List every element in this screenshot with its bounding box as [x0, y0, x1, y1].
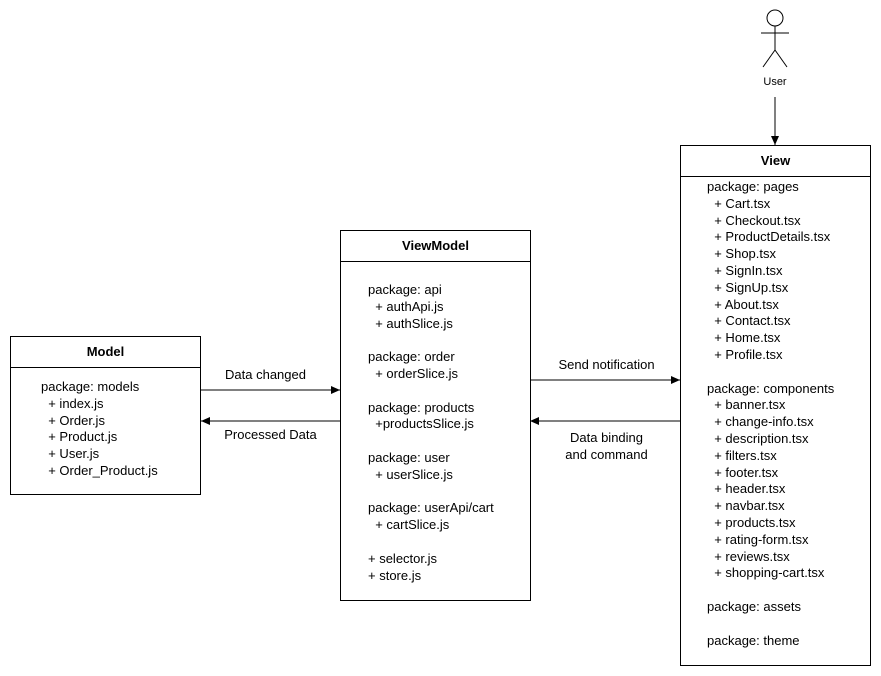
view-line: + ProductDetails.tsx: [707, 229, 831, 245]
view-line: package: pages: [707, 179, 799, 194]
view-line: + change-info.tsx: [707, 414, 814, 430]
viewmodel-line: +productsSlice.js: [368, 416, 474, 432]
view-spacer: [707, 364, 870, 381]
viewmodel-line: + selector.js: [368, 550, 438, 566]
view-body: package: pages + Cart.tsx + Checkout.tsx…: [681, 177, 870, 649]
model-body: package: models + index.js + Order.js + …: [11, 368, 200, 480]
viewmodel-spacer: [368, 332, 530, 349]
viewmodel-line: + authSlice.js: [368, 315, 453, 331]
processed-data-label: Processed Data: [224, 427, 317, 442]
view-line: + SignUp.tsx: [707, 279, 789, 295]
view-line: + About.tsx: [707, 296, 779, 312]
model-line: + Product.js: [41, 429, 118, 445]
view-line: + shopping-cart.tsx: [707, 565, 825, 581]
view-line: + Checkout.tsx: [707, 212, 801, 228]
view-box: View package: pages + Cart.tsx + Checkou…: [680, 145, 871, 666]
data-changed-label: Data changed: [225, 367, 306, 382]
view-line: + footer.tsx: [707, 464, 779, 480]
viewmodel-spacer: [368, 534, 530, 551]
view-line: + reviews.tsx: [707, 548, 790, 564]
viewmodel-line: + authApi.js: [368, 298, 444, 314]
view-line: + description.tsx: [707, 430, 809, 446]
viewmodel-line: + userSlice.js: [368, 466, 453, 482]
view-line: package: theme: [707, 632, 800, 648]
view-spacer: [707, 616, 870, 633]
viewmodel-line: package: api: [368, 282, 442, 297]
viewmodel-line: + orderSlice.js: [368, 365, 458, 381]
send-notification-label: Send notification: [558, 357, 655, 372]
viewmodel-spacer: [368, 484, 530, 501]
model-title: Model: [11, 337, 200, 368]
view-line: + filters.tsx: [707, 447, 777, 463]
view-line: + SignIn.tsx: [707, 262, 783, 278]
viewmodel-line: + cartSlice.js: [368, 517, 450, 533]
view-line: + Contact.tsx: [707, 313, 791, 329]
view-line: + Shop.tsx: [707, 246, 777, 262]
view-line: + Profile.tsx: [707, 346, 783, 362]
viewmodel-line: package: user: [368, 449, 450, 465]
model-line: + User.js: [41, 446, 100, 462]
view-line: + Cart.tsx: [707, 195, 771, 211]
model-line: + Order.js: [41, 412, 105, 428]
model-line: + index.js: [41, 395, 104, 411]
view-title: View: [681, 146, 870, 177]
view-line: package: components: [707, 380, 835, 396]
viewmodel-line: + store.js: [368, 567, 422, 583]
viewmodel-box: ViewModel package: api + authApi.js + au…: [340, 230, 531, 601]
viewmodel-spacer: [368, 433, 530, 450]
view-line: + navbar.tsx: [707, 498, 785, 514]
view-line: + products.tsx: [707, 514, 796, 530]
view-spacer: [707, 582, 870, 599]
view-line: + Home.tsx: [707, 330, 781, 346]
viewmodel-line: package: userApi/cart: [368, 500, 494, 516]
model-line: package: models: [41, 379, 140, 394]
view-line: + header.tsx: [707, 481, 786, 497]
model-line: + Order_Product.js: [41, 462, 158, 478]
view-line: package: assets: [707, 598, 801, 614]
model-box: Model package: models + index.js + Order…: [10, 336, 201, 495]
data-binding-label: Data binding and command: [565, 430, 648, 462]
view-line: + banner.tsx: [707, 397, 786, 413]
viewmodel-line: package: products: [368, 399, 475, 415]
viewmodel-body: package: api + authApi.js + authSlice.js…: [341, 262, 530, 584]
actor-label: User: [763, 76, 787, 88]
user-actor-icon: [761, 9, 789, 68]
viewmodel-spacer: [368, 383, 530, 400]
view-line: + rating-form.tsx: [707, 531, 809, 547]
viewmodel-line: package: order: [368, 349, 455, 365]
viewmodel-title: ViewModel: [341, 231, 530, 262]
